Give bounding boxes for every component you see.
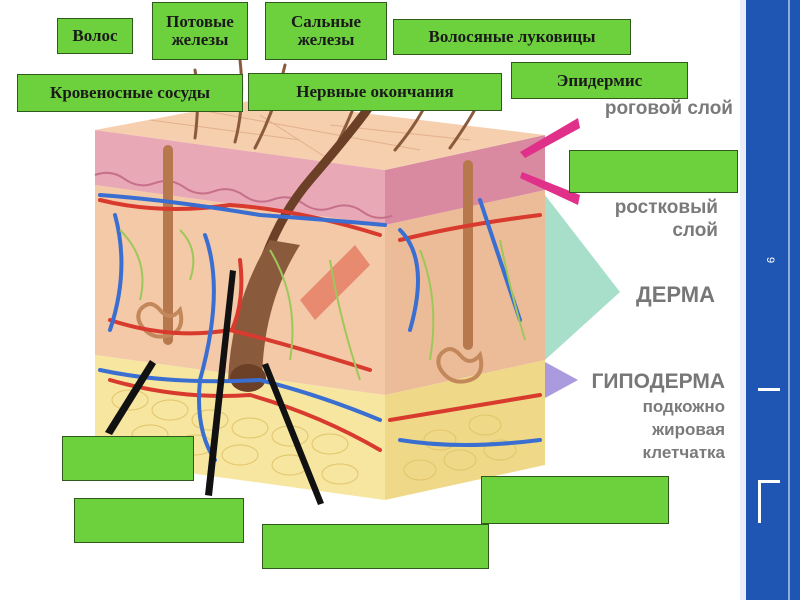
subcutaneous-text-3: клетчатка bbox=[600, 443, 725, 463]
label-sebaceous-glands[interactable]: Сальные железы bbox=[265, 2, 387, 60]
sidebar-stripes bbox=[740, 0, 800, 600]
blank-answer-box-1[interactable] bbox=[569, 150, 738, 193]
label-nerve-endings[interactable]: Нервные окончания bbox=[248, 73, 502, 111]
label-hair-bulbs[interactable]: Волосяные луковицы bbox=[393, 19, 631, 55]
germinal-layer-text-2: слой bbox=[568, 220, 718, 242]
germinal-layer-text-1: ростковый bbox=[568, 197, 718, 219]
stratum-corneum-text: роговой слой bbox=[568, 98, 733, 120]
blank-answer-box-4[interactable] bbox=[262, 524, 489, 569]
subcutaneous-text-2: жировая bbox=[600, 420, 725, 440]
subcutaneous-text-1: подкожно bbox=[600, 397, 725, 417]
blank-answer-box-2[interactable] bbox=[62, 436, 194, 481]
right-sidebar bbox=[740, 0, 800, 600]
hypodermis-text: ГИПОДЕРМА bbox=[570, 370, 725, 394]
blank-answer-box-5[interactable] bbox=[481, 476, 669, 524]
label-blood-vessels[interactable]: Кровеносные сосуды bbox=[17, 74, 243, 112]
label-hair[interactable]: Волос bbox=[57, 18, 133, 54]
label-sweat-glands[interactable]: Потовые железы bbox=[152, 2, 248, 60]
blank-answer-box-3[interactable] bbox=[74, 498, 244, 543]
label-epidermis[interactable]: Эпидермис bbox=[511, 62, 688, 99]
dermis-text: ДЕРМА bbox=[600, 282, 715, 308]
slide-number: 9 bbox=[760, 250, 780, 270]
